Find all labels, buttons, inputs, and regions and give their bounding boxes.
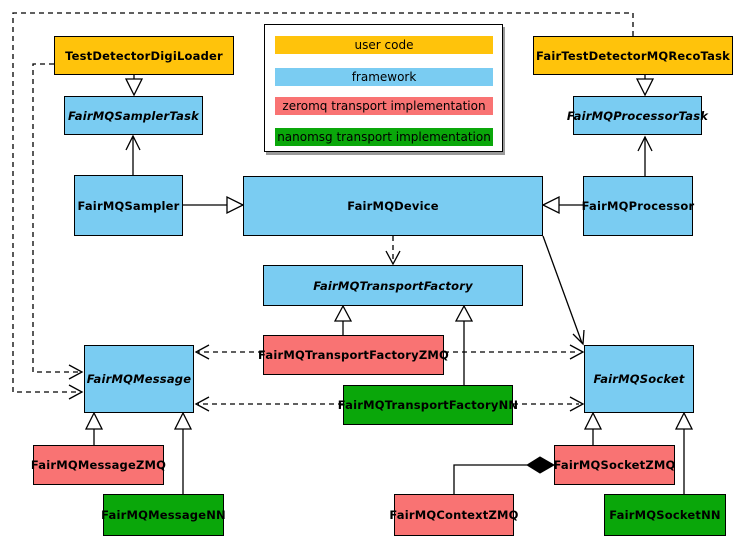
node-fairtestdetectormqrecotask: FairTestDetectorMQRecoTask	[533, 36, 733, 75]
legend-label: zeromq transport implementation	[282, 99, 486, 113]
inheritance-arrowheads	[84, 78, 694, 430]
node-fairmqmessagezmq: FairMQMessageZMQ	[30, 445, 167, 485]
node-label: FairMQSocketNN	[609, 508, 721, 522]
inheritance-triangle-icon	[226, 195, 245, 215]
open-arrow-icon	[569, 396, 585, 412]
inheritance-triangle-icon	[635, 78, 655, 97]
open-arrow-icon	[572, 329, 585, 346]
node-fairmqsocketzmq: FairMQSocketZMQ	[554, 445, 675, 485]
node-label: FairMQSamplerTask	[68, 108, 199, 123]
composition-diamond-icon	[526, 456, 556, 474]
dependency-lines	[12, 12, 634, 405]
legend: user code framework zeromq transport imp…	[264, 24, 503, 152]
inheritance-triangle-icon	[173, 411, 193, 430]
open-arrow-icon	[637, 135, 653, 152]
node-fairmqmessagenn: FairMQMessageNN	[101, 494, 226, 536]
edge-digiloader-message	[32, 63, 79, 373]
node-fairmqprocessortask: FairMQProcessorTask	[567, 96, 708, 135]
node-label: FairMQMessageZMQ	[30, 458, 167, 472]
legend-item-zeromq: zeromq transport implementation	[275, 97, 493, 115]
legend-item-framework: framework	[275, 68, 493, 86]
open-arrow-icon	[68, 384, 84, 400]
legend-label: framework	[351, 70, 417, 84]
node-fairmqtransportfactorynn: FairMQTransportFactoryNN	[338, 385, 518, 425]
inheritance-triangle-icon	[333, 304, 353, 322]
inheritance-triangle-icon	[84, 411, 104, 430]
node-fairmqsamplertask: FairMQSamplerTask	[64, 96, 203, 135]
legend-item-user-code: user code	[275, 36, 493, 54]
open-arrowheads	[68, 134, 653, 412]
node-fairmqsocket: FairMQSocket	[584, 345, 694, 413]
node-fairmqcontextzmq: FairMQContextZMQ	[389, 494, 518, 536]
inheritance-triangle-icon	[583, 411, 603, 430]
node-label: FairMQProcessorTask	[566, 108, 709, 123]
node-label: FairMQDevice	[347, 199, 439, 213]
node-label: TestDetectorDigiLoader	[65, 48, 223, 63]
node-label: FairMQTransportFactory	[313, 278, 473, 293]
node-label: FairMQSampler	[77, 198, 180, 213]
node-label: FairMQTransportFactoryZMQ	[258, 348, 450, 362]
node-testdetectordigiloader: TestDetectorDigiLoader	[54, 36, 234, 75]
open-arrow-icon	[68, 364, 84, 380]
node-fairmqsampler: FairMQSampler	[74, 175, 183, 236]
edge-recotask-message	[12, 12, 634, 393]
open-arrow-icon	[125, 134, 141, 151]
node-label: FairMQSocket	[593, 372, 685, 386]
node-fairmqprocessor: FairMQProcessor	[581, 176, 695, 236]
node-fairmqsocketnn: FairMQSocketNN	[604, 494, 726, 536]
solid-lines	[93, 75, 685, 494]
node-label: FairMQMessageNN	[101, 508, 226, 522]
node-label: FairMQProcessor	[581, 199, 695, 213]
node-label: FairTestDetectorMQRecoTask	[536, 48, 730, 63]
node-fairmqdevice: FairMQDevice	[243, 176, 543, 236]
node-label: FairMQSocketZMQ	[553, 458, 676, 472]
open-arrow-icon	[385, 250, 401, 266]
inheritance-triangle-icon	[124, 78, 144, 97]
inheritance-triangle-icon	[674, 411, 694, 430]
open-arrow-icon	[194, 396, 210, 412]
node-label: FairMQMessage	[86, 372, 192, 386]
open-arrow-icon	[569, 344, 585, 360]
edge-contextzmq-socketzmq	[453, 464, 527, 494]
edge-device-socket	[542, 235, 583, 344]
node-fairmqtransportfactoryzmq: FairMQTransportFactoryZMQ	[258, 335, 449, 375]
legend-item-nanomsg: nanomsg transport implementation	[275, 128, 493, 146]
legend-label: nanomsg transport implementation	[277, 130, 491, 144]
legend-label: user code	[354, 38, 414, 52]
node-label: FairMQContextZMQ	[389, 508, 519, 522]
node-fairmqmessage: FairMQMessage	[84, 345, 194, 413]
inheritance-triangle-icon	[454, 304, 474, 322]
node-label: FairMQTransportFactoryNN	[337, 398, 519, 412]
inheritance-triangle-icon	[541, 195, 560, 215]
open-arrow-icon	[194, 344, 210, 360]
node-fairmqtransportfactory: FairMQTransportFactory	[263, 265, 523, 306]
